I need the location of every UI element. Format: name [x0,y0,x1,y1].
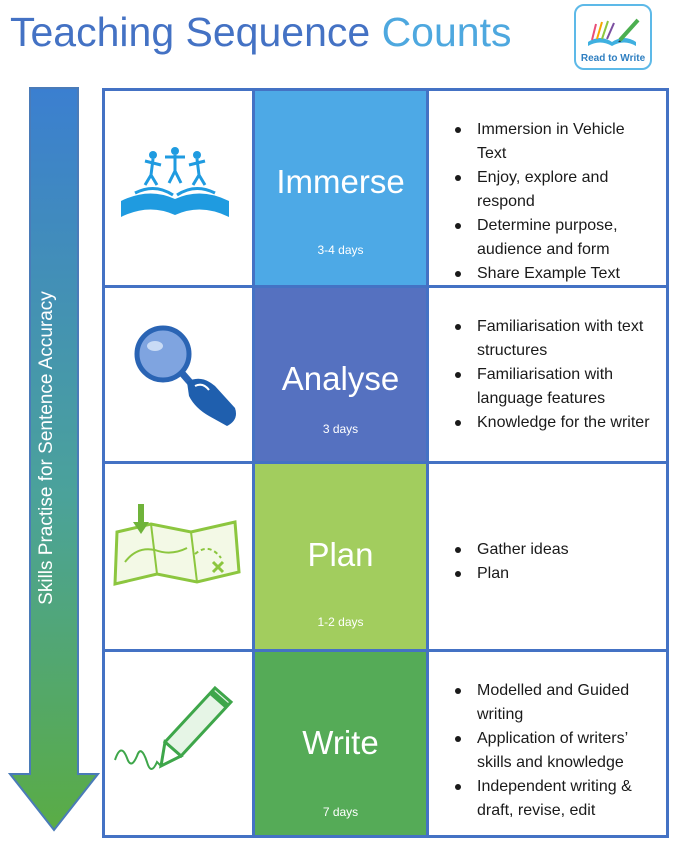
map-icon [113,504,241,586]
row-divider [105,649,666,652]
arrow-label-text: Skills Practise for Sentence Accuracy [36,291,57,605]
plan-text-cell: Gather ideas Plan [429,464,666,649]
stage-name-write: Write [302,724,379,761]
table-row-analyse: Analyse 3 days Familiarisation with text… [105,288,666,461]
plan-stage-cell: Plan 1-2 days [255,464,429,649]
list-item: Immersion in Vehicle Text [451,118,658,166]
analyse-image-cell [105,288,255,461]
table-row-immerse: Immerse 3-4 days Immersion in Vehicle Te… [105,91,666,285]
immerse-text-cell: Immersion in Vehicle Text Enjoy, explore… [429,91,666,285]
analyse-text-cell: Familiarisation with text structures Fam… [429,288,666,461]
magnifying-glass-icon [134,325,236,426]
list-item: Determine purpose, audience and form [451,214,658,262]
list-item: Familiarisation with text structures [451,315,658,363]
analyse-bullets: Familiarisation with text structures Fam… [451,315,658,435]
title-part-1: Teaching Sequence [10,9,371,55]
stage-name-immerse: Immerse [276,163,405,200]
list-item: Application of writers’ skills and knowl… [451,727,658,775]
write-image-cell [105,652,255,835]
table-row-plan: Plan 1-2 days Gather ideas Plan [105,464,666,649]
stage-days-write: 7 days [322,805,359,819]
row-divider [105,461,666,464]
table-row-write: Write 7 days Modelled and Guided writing… [105,652,666,835]
list-item: Familiarisation with language features [451,363,658,411]
list-item: Gather ideas [451,538,658,562]
write-text-cell: Modelled and Guided writing Application … [429,652,666,835]
logo-text: Read to Write [580,53,646,64]
write-bullets: Modelled and Guided writing Application … [451,679,658,823]
analyse-stage-cell: Analyse 3 days [255,288,429,461]
title-part-2: Counts [381,9,512,55]
write-stage-cell: Write 7 days [255,652,429,835]
stage-name-plan: Plan [307,536,374,573]
immerse-image-cell [105,91,255,285]
immerse-stage-cell: Immerse 3-4 days [255,91,429,285]
list-item: Independent writing & draft, revise, edi… [451,775,658,823]
list-item: Enjoy, explore and respond [451,166,658,214]
book-pencil-icon [588,18,640,46]
stage-days-immerse: 3-4 days [317,243,364,257]
list-item: Plan [451,562,658,586]
list-item: Modelled and Guided writing [451,679,658,727]
teaching-sequence-table: Immerse 3-4 days Immersion in Vehicle Te… [102,88,669,838]
stage-name-analyse: Analyse [281,360,400,397]
plan-image-cell [105,464,255,649]
stage-days-plan: 1-2 days [317,615,364,629]
plan-bullets: Gather ideas Plan [451,538,658,586]
list-item: Knowledge for the writer [451,411,658,435]
read-to-write-logo: Read to Write [574,4,652,70]
list-item: Share Example Text [451,262,658,286]
row-divider [105,285,666,288]
page-title: Teaching Sequence Counts [10,6,512,58]
pencil-icon [114,685,234,770]
immerse-bullets: Immersion in Vehicle Text Enjoy, explore… [451,118,658,286]
stage-days-analyse: 3 days [322,422,359,436]
skills-arrow [8,87,100,832]
open-book-icon [121,147,229,217]
